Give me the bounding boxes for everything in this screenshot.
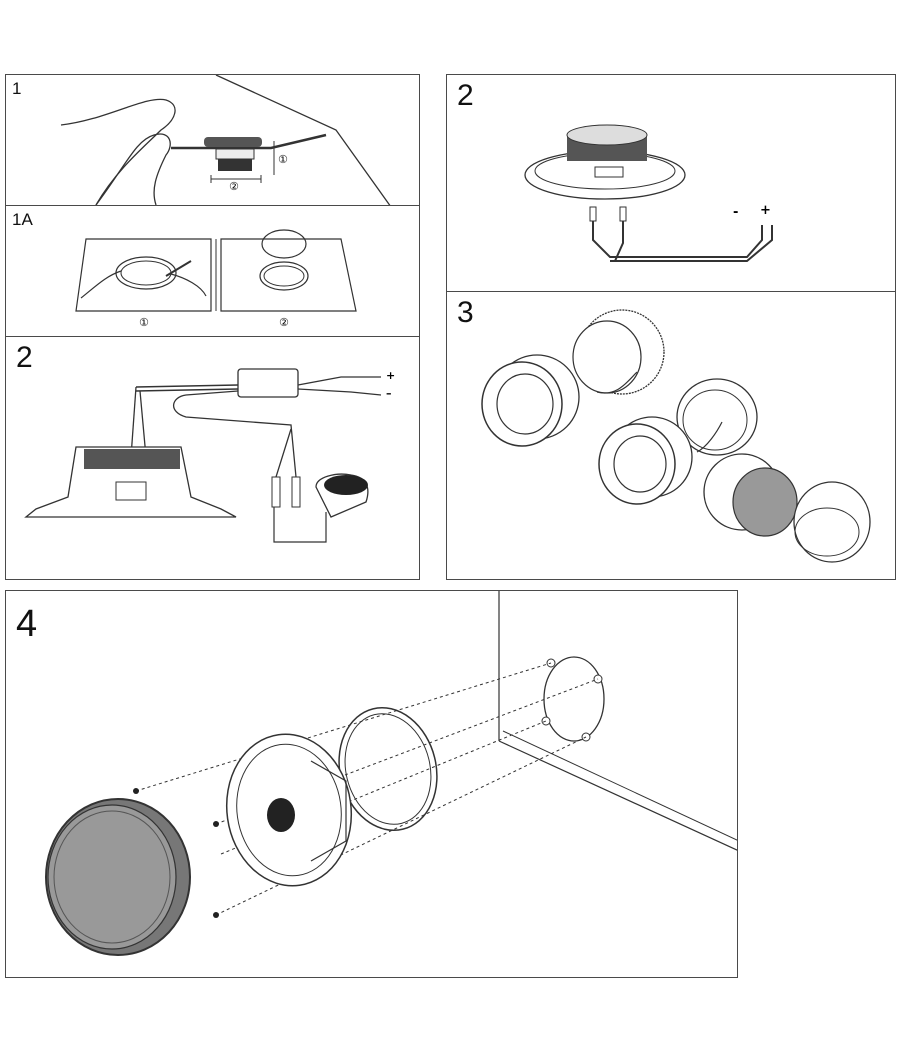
terminal-minus: – (386, 387, 392, 400)
step-label-2-right: 2 (457, 79, 474, 112)
panel-step-2-polarity: 2 - + (446, 74, 896, 292)
step-4-illustration (45, 591, 737, 956)
panel-step-4: 4 (5, 590, 738, 978)
step-2-wiring-illustration (24, 368, 382, 543)
step-label-1a: 1A (12, 210, 33, 229)
caption-1: ① (139, 316, 149, 329)
terminal-plus: + (386, 369, 396, 382)
callout-2: ② (229, 180, 239, 193)
step-label-2-left: 2 (16, 341, 33, 374)
panel-step-1: 1 ① ② (5, 74, 420, 206)
step-3-illustration (481, 309, 871, 563)
polarity-plus: + (760, 203, 771, 218)
panel-step-3: 3 (446, 291, 896, 580)
callout-1: ① (278, 153, 288, 166)
caption-2: ② (279, 316, 289, 329)
panel-step-2-wiring: 2 + – (5, 336, 420, 580)
step-1a-illustration (75, 229, 357, 312)
step-2-polarity-illustration (524, 124, 773, 262)
step-label-4: 4 (16, 603, 38, 645)
polarity-minus: - (733, 205, 739, 220)
step-label-3: 3 (457, 296, 474, 329)
step-label-1: 1 (12, 79, 22, 98)
step-1-illustration (60, 75, 391, 205)
panel-step-1a: 1A ① ② (5, 205, 420, 337)
